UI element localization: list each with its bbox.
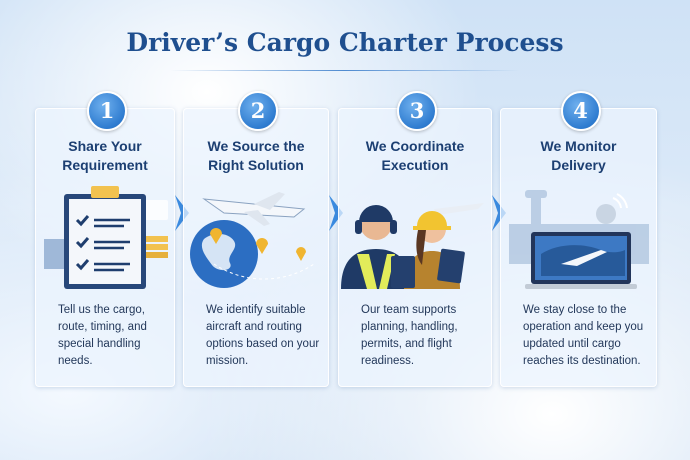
step-description: We identify suitable aircraft and routin… [206,304,320,367]
step-number-badge: 3 [397,91,437,131]
step-title-line: We Monitor [540,138,617,154]
step-title-line: Right Solution [208,157,304,173]
step-title-line: Share Your [68,138,142,154]
chevron-right-icon [492,195,506,231]
step-description: Our team supports planning, handling, pe… [361,304,458,367]
clipboard-checklist-icon [44,186,168,289]
step-title-line: Delivery [551,157,606,173]
step-title-line: We Source the [207,138,305,154]
step-description: Tell us the cargo, route, timing, and sp… [58,304,147,367]
step-title-line: Requirement [62,157,148,173]
title-divider [170,70,520,71]
ground-crew-icon [341,203,484,289]
chevron-right-icon [329,195,343,231]
chevron-right-icon [175,195,189,231]
step-number-badge: 4 [560,91,601,131]
step-title-line: Execution [381,157,449,173]
step-title-line: We Coordinate [365,138,465,154]
step-number-badge: 1 [87,91,127,131]
laptop-tracking-icon [509,190,649,289]
globe-aircraft-icon [190,192,315,288]
page-title: Driver’s Cargo Charter Process [126,28,564,57]
step-number-badge: 2 [238,91,278,131]
step-description: We stay close to the operation and keep … [523,304,644,367]
